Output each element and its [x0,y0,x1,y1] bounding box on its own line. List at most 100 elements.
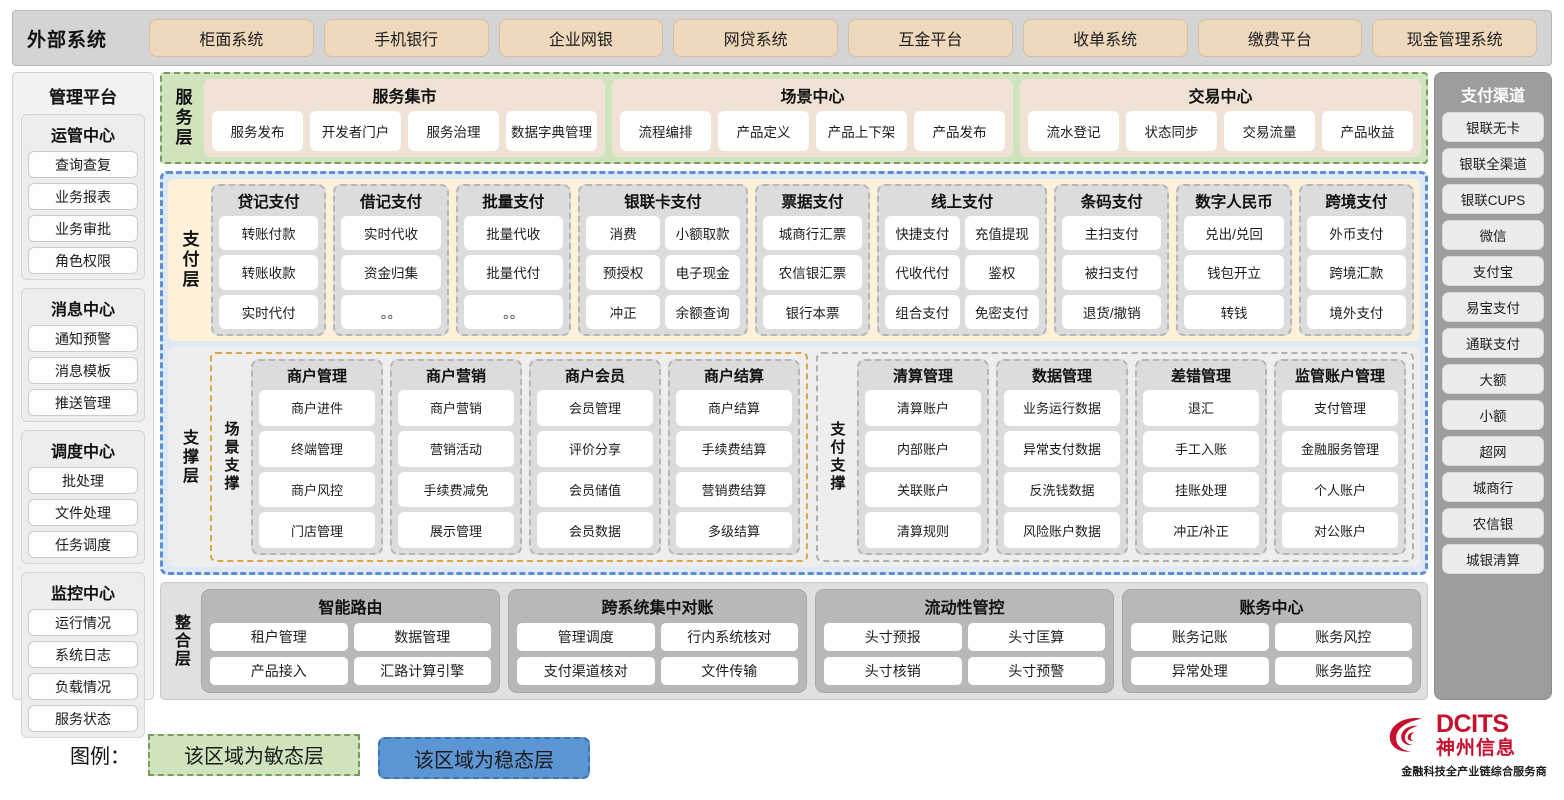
external-system-chip[interactable]: 柜面系统 [149,19,314,57]
external-system-chip[interactable]: 缴费平台 [1197,19,1363,57]
payment-item[interactable]: 冲正 [585,294,661,329]
payment-item[interactable]: 城商行汇票 [762,216,863,251]
payment-item[interactable]: 批量代收 [463,216,563,251]
external-system-chip[interactable]: 现金管理系统 [1372,19,1537,57]
payment-item[interactable]: 境外支付 [1306,294,1407,329]
management-item[interactable]: 批处理 [28,467,138,494]
support-item[interactable]: 会员数据 [537,512,653,548]
management-item[interactable]: 业务审批 [28,215,138,242]
payment-item[interactable]: 消费 [585,216,661,251]
integration-item[interactable]: 账务记账 [1131,623,1269,651]
support-item[interactable]: 营销活动 [398,430,514,467]
integration-item[interactable]: 行内系统核对 [660,623,798,651]
external-system-chip[interactable]: 网贷系统 [673,19,838,57]
support-item[interactable]: 营销费结算 [676,471,792,508]
payment-item[interactable]: 外币支付 [1306,216,1407,251]
payment-item[interactable]: 余额查询 [665,294,740,329]
payment-channel-item[interactable]: 农信银 [1442,508,1544,538]
service-center-item[interactable]: 流程编排 [620,111,711,151]
management-item[interactable]: 服务状态 [28,705,138,732]
service-center-item[interactable]: 状态同步 [1126,111,1217,151]
payment-item[interactable]: 资金归集 [341,255,441,290]
integration-item[interactable]: 支付渠道核对 [517,657,655,685]
integration-item[interactable]: 头寸核销 [824,657,962,685]
service-center-item[interactable]: 流水登记 [1028,111,1119,151]
management-item[interactable]: 查询查复 [28,151,138,178]
support-item[interactable]: 商户风控 [259,471,375,508]
support-item[interactable]: 对公账户 [1282,512,1398,548]
management-item[interactable]: 推送管理 [28,389,138,416]
service-center-item[interactable]: 交易流量 [1224,111,1315,151]
payment-item[interactable]: 兑出/兑回 [1184,216,1284,251]
integration-item[interactable]: 产品接入 [210,657,348,685]
payment-item[interactable]: 快捷支付 [885,216,960,251]
support-item[interactable]: 清算规则 [865,512,981,548]
integration-item[interactable]: 数据管理 [353,623,491,651]
payment-item[interactable]: 主扫支付 [1062,216,1162,251]
payment-item[interactable]: 小额取款 [665,216,740,251]
support-item[interactable]: 业务运行数据 [1004,390,1120,426]
payment-item[interactable]: 钱包开立 [1184,255,1284,290]
payment-item[interactable]: 组合支付 [885,294,960,329]
support-item[interactable]: 终端管理 [259,430,375,467]
support-item[interactable]: 展示管理 [398,512,514,548]
integration-item[interactable]: 文件传输 [660,657,798,685]
payment-channel-item[interactable]: 易宝支付 [1442,292,1544,322]
management-item[interactable]: 系统日志 [28,641,138,668]
management-item[interactable]: 通知预警 [28,325,138,352]
support-item[interactable]: 风险账户数据 [1004,512,1120,548]
payment-item[interactable]: 转账收款 [219,255,319,290]
support-item[interactable]: 内部账户 [865,430,981,467]
support-item[interactable]: 清算账户 [865,390,981,426]
management-item[interactable]: 角色权限 [28,247,138,274]
integration-item[interactable]: 异常处理 [1131,657,1269,685]
payment-item[interactable]: 银行本票 [762,294,863,329]
payment-item[interactable]: 农信银汇票 [762,255,863,290]
support-item[interactable]: 商户进件 [259,390,375,426]
support-item[interactable]: 支付管理 [1282,390,1398,426]
support-item[interactable]: 评价分享 [537,430,653,467]
payment-channel-item[interactable]: 银联CUPS [1442,184,1544,214]
payment-item[interactable]: 跨境汇款 [1306,255,1407,290]
external-system-chip[interactable]: 手机银行 [323,19,489,57]
support-item[interactable]: 反洗钱数据 [1004,471,1120,508]
payment-channel-item[interactable]: 小额 [1442,400,1544,430]
external-system-chip[interactable]: 收单系统 [1022,19,1188,57]
payment-channel-item[interactable]: 城商行 [1442,472,1544,502]
payment-item[interactable]: 批量代付 [463,255,563,290]
payment-item[interactable]: 退货/撤销 [1062,294,1162,329]
support-item[interactable]: 挂账处理 [1143,471,1259,508]
support-item[interactable]: 冲正/补正 [1143,512,1259,548]
payment-item[interactable]: 被扫支付 [1062,255,1162,290]
support-item[interactable]: 多级结算 [676,512,792,548]
payment-item[interactable]: 鉴权 [964,255,1040,290]
management-item[interactable]: 负载情况 [28,673,138,700]
payment-item[interactable]: 预授权 [585,255,661,290]
management-item[interactable]: 业务报表 [28,183,138,210]
service-center-item[interactable]: 产品定义 [718,111,809,151]
support-item[interactable]: 异常支付数据 [1004,430,1120,467]
payment-channel-item[interactable]: 城银清算 [1442,544,1544,574]
external-system-chip[interactable]: 企业网银 [498,19,664,57]
integration-item[interactable]: 账务风控 [1274,623,1412,651]
integration-item[interactable]: 头寸匡算 [967,623,1105,651]
payment-item[interactable]: 实时代收 [341,216,441,251]
support-item[interactable]: 个人账户 [1282,471,1398,508]
management-item[interactable]: 任务调度 [28,531,138,558]
integration-item[interactable]: 租户管理 [210,623,348,651]
management-item[interactable]: 运行情况 [28,609,138,636]
integration-item[interactable]: 头寸预报 [824,623,962,651]
integration-item[interactable]: 账务监控 [1274,657,1412,685]
service-center-item[interactable]: 产品上下架 [816,111,907,151]
payment-item[interactable]: 免密支付 [964,294,1040,329]
payment-item[interactable]: 。。 [463,294,563,329]
support-item[interactable]: 会员管理 [537,390,653,426]
integration-item[interactable]: 汇路计算引擎 [353,657,491,685]
support-item[interactable]: 商户营销 [398,390,514,426]
support-item[interactable]: 手续费结算 [676,430,792,467]
payment-channel-item[interactable]: 微信 [1442,220,1544,250]
service-center-item[interactable]: 开发者门户 [310,111,401,151]
integration-item[interactable]: 头寸预警 [967,657,1105,685]
support-item[interactable]: 手续费减免 [398,471,514,508]
support-item[interactable]: 关联账户 [865,471,981,508]
